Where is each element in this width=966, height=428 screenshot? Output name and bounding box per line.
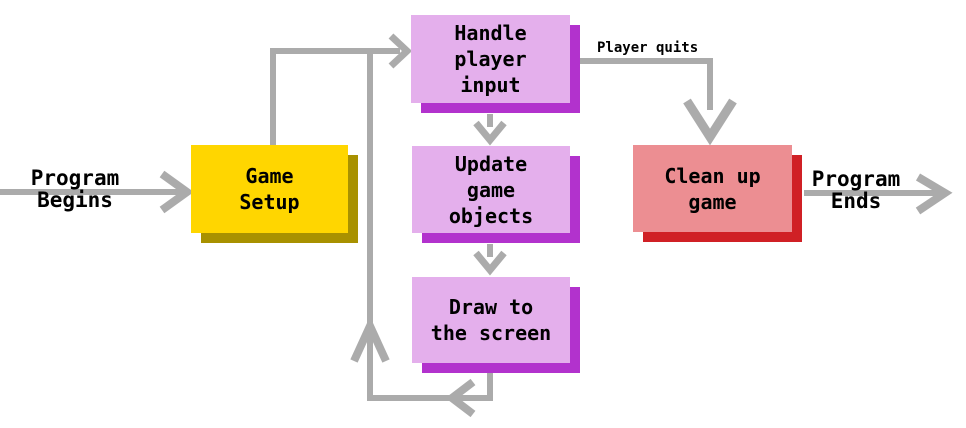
- node-label-line: Game: [245, 164, 294, 188]
- node-game-setup: Game Setup: [191, 145, 348, 233]
- arrow-program-begins: [0, 170, 194, 214]
- node-clean-up-game: Clean up game: [633, 145, 792, 232]
- node-handle-player-input: Handle player input: [411, 15, 570, 103]
- node-label-line: the screen: [430, 321, 552, 345]
- arrow-handle-to-update: [473, 114, 507, 146]
- node-label-line: objects: [448, 203, 534, 228]
- label-line: Begins: [37, 188, 113, 212]
- node-label-line: player: [454, 47, 527, 71]
- label-program-begins: Program Begins: [8, 167, 142, 211]
- arrow-setup-to-handle: [270, 33, 413, 145]
- node-label-line: Handle: [454, 21, 527, 45]
- arrow-loop-back: [350, 51, 493, 418]
- label-player-quits: Player quits: [597, 40, 699, 56]
- label-line: Program: [811, 167, 901, 191]
- arrow-update-to-draw: [473, 244, 507, 276]
- node-label-line: input: [460, 73, 521, 97]
- node-label-line: Update: [454, 151, 528, 176]
- node-label-line: Clean up: [664, 163, 761, 188]
- node-label-line: game: [466, 177, 516, 202]
- label-line: Ends: [830, 189, 882, 213]
- arrow-program-ends: [804, 173, 953, 215]
- arrow-player-quits: [580, 58, 737, 146]
- label-line: Program: [30, 166, 120, 190]
- node-draw-to-screen: Draw to the screen: [412, 277, 570, 363]
- node-label-line: Draw to: [448, 295, 534, 319]
- node-label-line: Setup: [239, 190, 300, 214]
- node-update-game-objects: Update game objects: [412, 146, 570, 233]
- label-program-ends: Program Ends: [786, 168, 926, 212]
- node-label-line: game: [688, 189, 737, 214]
